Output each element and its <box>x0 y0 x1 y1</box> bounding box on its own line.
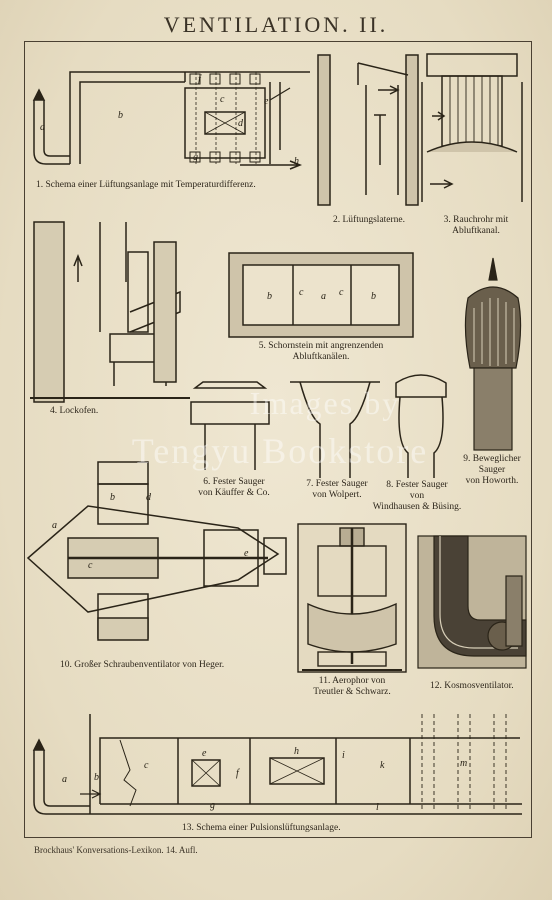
label-k: k <box>380 760 385 771</box>
label-b: b <box>94 772 99 783</box>
caption-fig-2: 2. Lüftungslaterne. <box>333 215 406 225</box>
publisher-footer: Brockhaus' Konversations-Lexikon. 14. Au… <box>34 845 198 855</box>
caption-fig-6-line1: 6. Fester Sauger <box>203 477 265 487</box>
label-c: c <box>299 287 304 298</box>
caption-fig-11-line1: 11. Aerophor von <box>318 676 386 686</box>
figure-4-lockofen <box>30 221 190 403</box>
caption-fig-8-line1: 8. Fester Sauger <box>386 480 448 490</box>
plate-frame <box>24 41 532 838</box>
caption-fig-9: 9. Beweglicher Sauger von Howorth. <box>444 454 540 487</box>
plate-title: VENTILATION. II. <box>163 12 389 37</box>
caption-fig-5-line1: 5. Schornstein mit angrenzenden <box>258 341 384 351</box>
caption-fig-8-line2: von <box>409 491 425 501</box>
figure-7-suction-wolpert <box>290 381 380 478</box>
caption-fig-3: 3. Rauchrohr mit Abluftkanal. <box>428 215 524 237</box>
caption-fig-7-line1: 7. Fester Sauger <box>306 479 368 489</box>
caption-fig-8-line3: Windhausen & Büsing. <box>372 502 462 512</box>
figure-2-ventilation-lantern <box>317 54 419 206</box>
label-e: e <box>244 548 249 559</box>
label-e: e <box>202 748 207 759</box>
caption-fig-10: 10. Großer Schraubenventilator von Heger… <box>60 660 225 670</box>
figure-6-suction-kauffer <box>190 381 270 470</box>
label-h: h <box>294 746 299 757</box>
caption-fig-5: 5. Schornstein mit angrenzenden Abluftka… <box>236 341 406 363</box>
label-h: h <box>294 156 299 167</box>
label-f: f <box>236 768 240 779</box>
label-a: a <box>52 520 57 531</box>
caption-fig-9-line3: von Howorth. <box>465 476 519 486</box>
label-c: c <box>220 94 225 105</box>
caption-fig-4: 4. Lockofen. <box>50 406 99 416</box>
caption-fig-9-line1: 9. Beweglicher <box>463 454 521 464</box>
figure-12-kosmos-ventilator <box>417 535 527 669</box>
caption-fig-6: 6. Fester Sauger von Käuffer & Co. <box>184 477 284 499</box>
label-i: i <box>342 750 345 761</box>
caption-fig-1: 1. Schema einer Lüftungsanlage mit Tempe… <box>36 180 256 190</box>
caption-fig-3-line1: 3. Rauchrohr mit <box>443 215 509 225</box>
figure-3-flue-pipe <box>421 53 523 202</box>
caption-fig-8: 8. Fester Sauger von Windhausen & Büsing… <box>362 480 472 513</box>
label-f: f <box>198 74 202 85</box>
figure-8-suction-windhausen <box>395 374 447 478</box>
label-a: a <box>40 122 45 133</box>
figure-9-howorth-ventilator <box>464 257 522 451</box>
label-b: b <box>110 492 115 503</box>
label-c: c <box>144 760 149 771</box>
label-c: c <box>339 287 344 298</box>
label-e: e <box>264 96 269 107</box>
label-m: m <box>460 758 467 769</box>
label-c: c <box>88 560 93 571</box>
label-g: g <box>210 800 215 811</box>
caption-fig-11: 11. Aerophor von Treutler & Schwarz. <box>296 676 408 698</box>
figure-5-chimney: b c a c b <box>228 252 414 338</box>
label-l: l <box>376 802 379 813</box>
label-b: b <box>118 110 123 121</box>
figure-11-aerophor <box>297 523 407 673</box>
label-b: b <box>267 291 272 302</box>
caption-fig-3-line2: Abluftkanal. <box>452 226 500 236</box>
caption-fig-11-line2: Treutler & Schwarz. <box>313 687 391 697</box>
figure-13-pulsion-ventilation: a b c e f g h i k l m <box>32 714 522 815</box>
label-a: a <box>321 291 326 302</box>
label-g: g <box>193 152 198 163</box>
figure-1-schema-temperature: a b c d e f g h <box>32 71 310 170</box>
caption-fig-5-line2: Abluftkanälen. <box>292 352 350 362</box>
label-d: d <box>146 492 152 503</box>
figure-10-heger-screw-fan: a b c d e <box>26 461 287 641</box>
label-a: a <box>62 774 67 785</box>
label-b: b <box>371 291 376 302</box>
caption-fig-6-line2: von Käuffer & Co. <box>198 488 270 498</box>
caption-fig-7: 7. Fester Sauger von Wolpert. <box>289 479 385 501</box>
caption-fig-7-line2: von Wolpert. <box>312 490 362 500</box>
caption-fig-12: 12. Kosmosventilator. <box>430 681 514 691</box>
caption-fig-13: 13. Schema einer Pulsionslüftungsanlage. <box>182 823 341 833</box>
caption-fig-9-line2: Sauger <box>478 465 506 475</box>
label-d: d <box>238 118 244 129</box>
